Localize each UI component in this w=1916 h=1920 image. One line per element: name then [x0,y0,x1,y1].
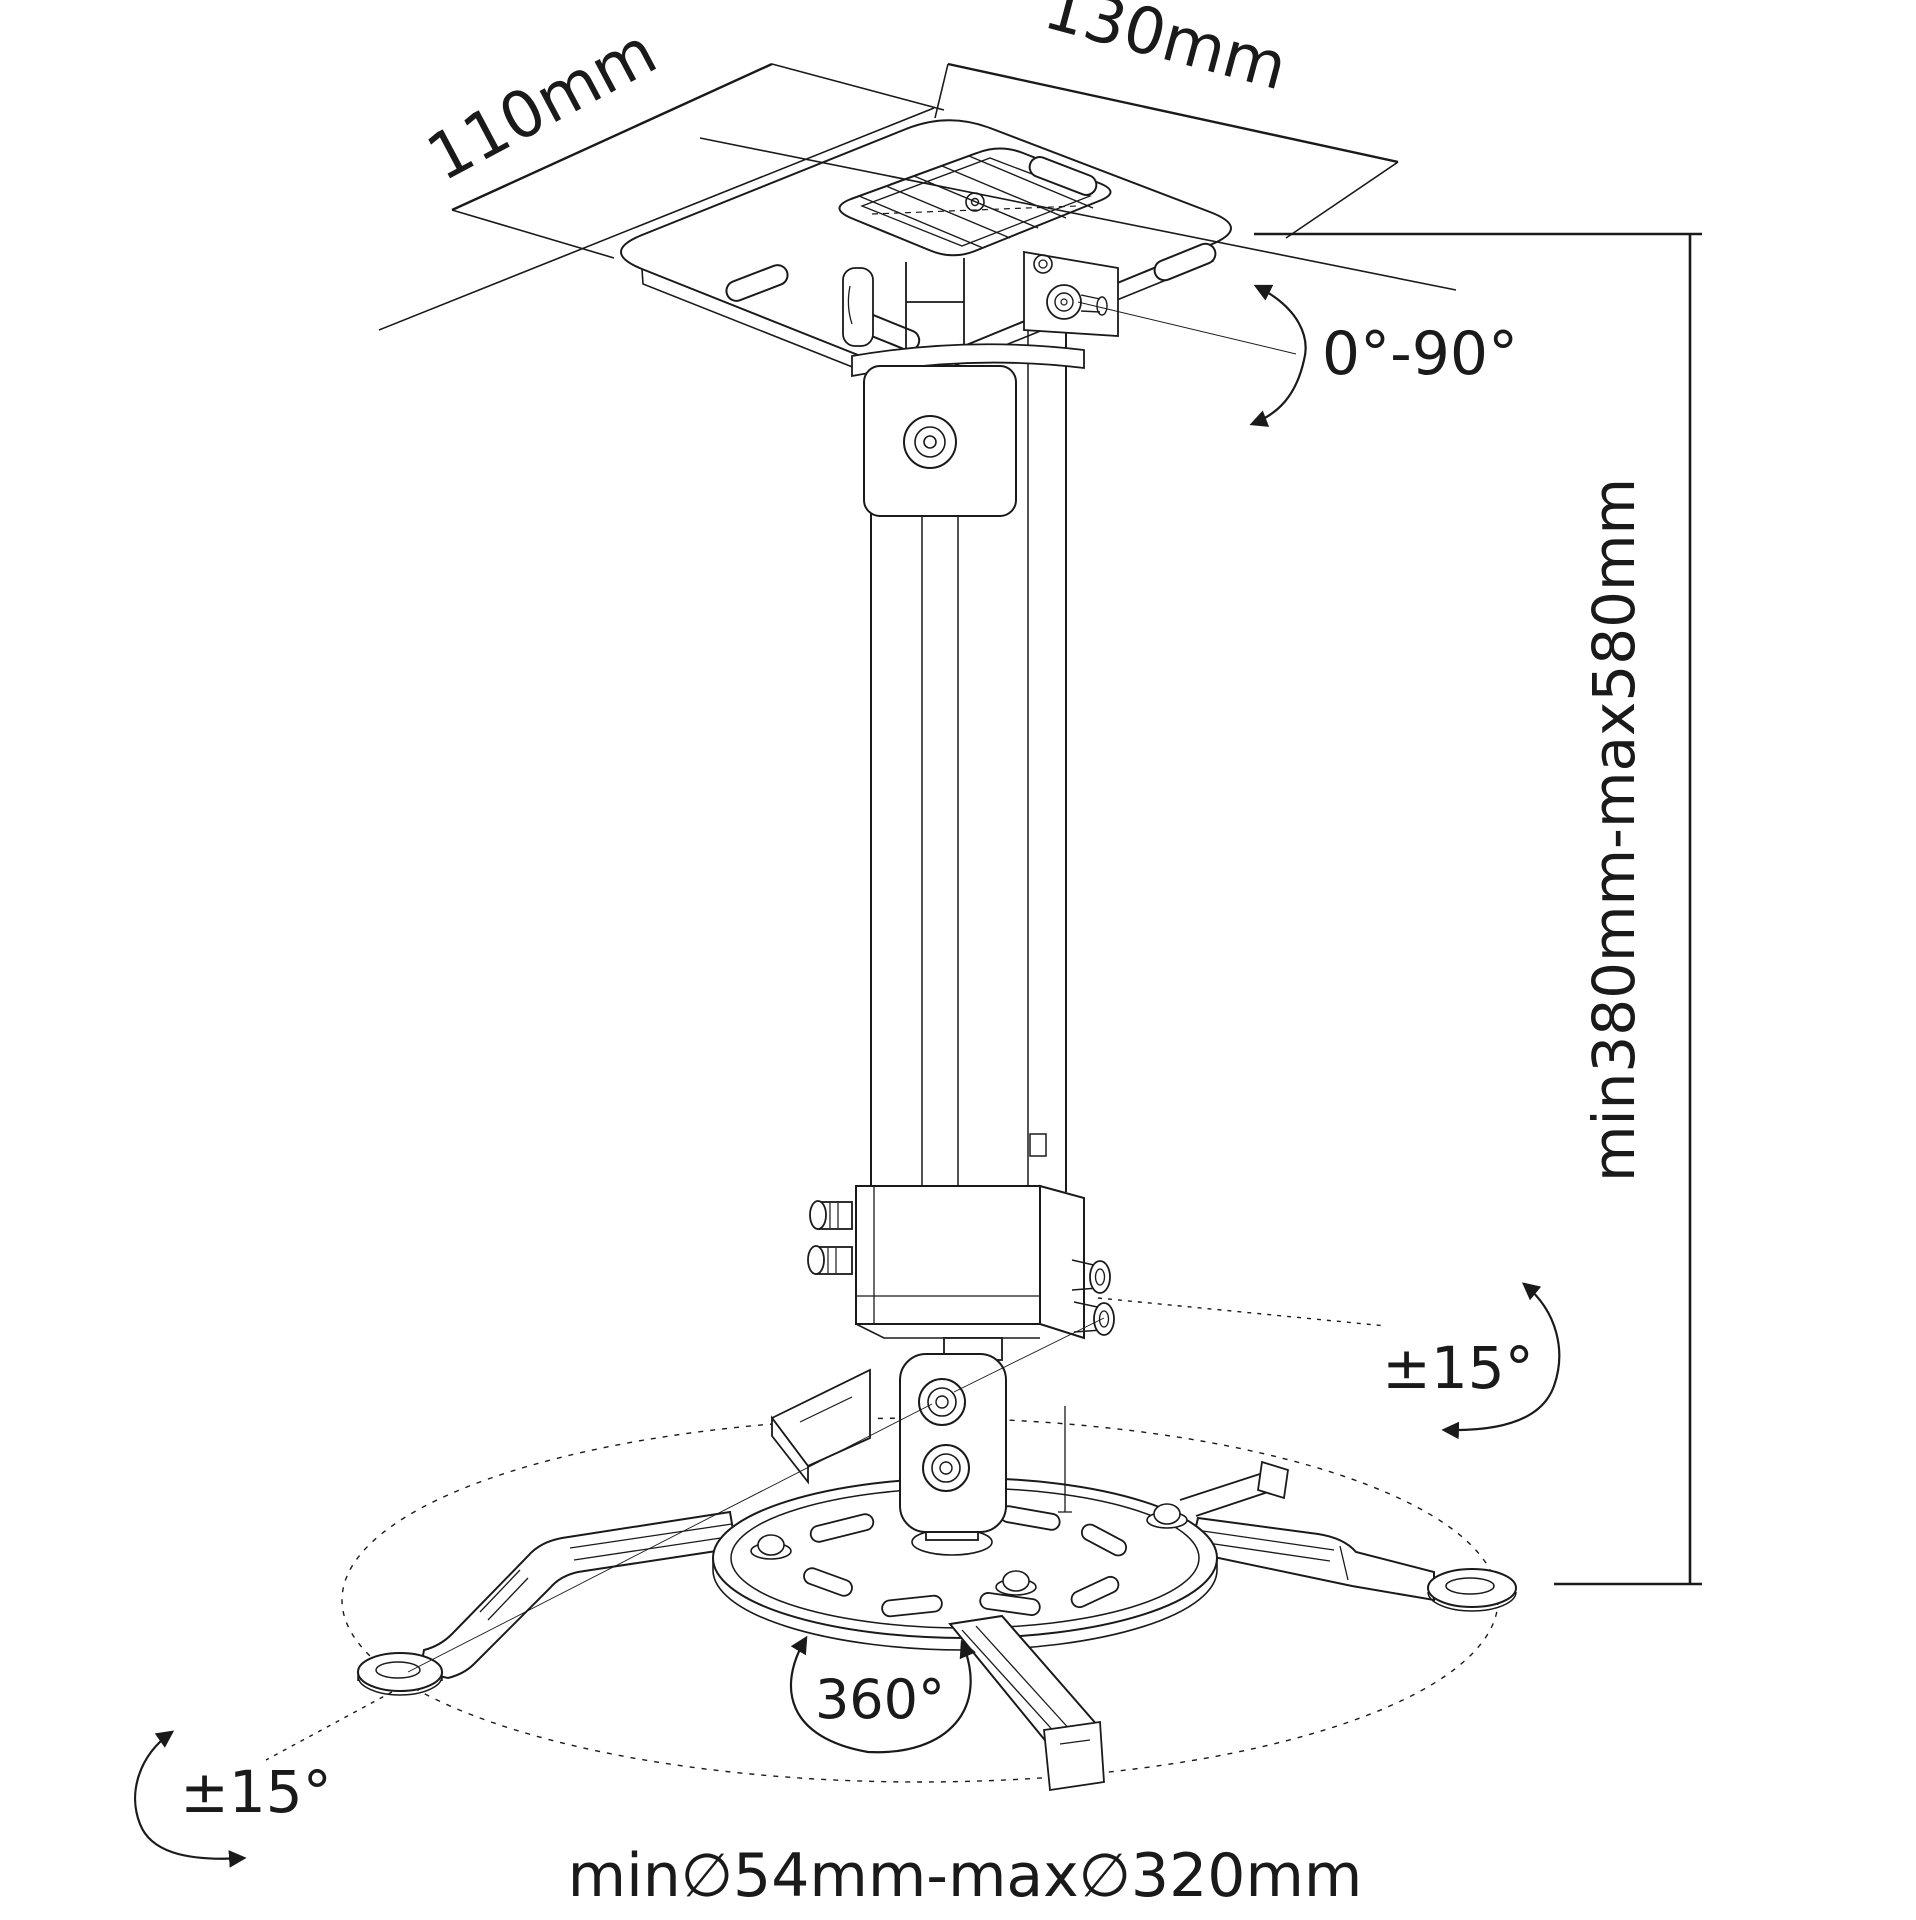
leader-line [407,1403,933,1673]
opening-ribs [858,155,1094,249]
tilt-pivot-bolt [1046,284,1082,320]
swivel-lower-label: ±15° [180,1758,331,1826]
tilt-arc-arrow [1249,284,1307,427]
annotation-swivel-upper: ±15° [1097,1282,1561,1440]
annotation-swivel-lower: ±15° [134,1691,393,1868]
annotation-tilt-range: 0°-90° [1077,284,1518,427]
base-arm-left [357,1510,738,1696]
base-plate [712,1477,1218,1651]
swivel-screw [922,1444,970,1492]
clamp-screw-left [807,1245,853,1275]
swivel-bracket [407,1317,1105,1673]
clamp-screw-right [1071,1259,1111,1294]
dim-height-range: min380mm-max580mm [1254,232,1702,1586]
plate-slot [1028,156,1098,196]
swivel-screw [918,1378,966,1426]
annotation-rotation: 360° [790,1635,976,1754]
base-arm-front [948,1614,1105,1792]
base-dome-screw [750,1503,1188,1596]
tilt-lock-plate [863,365,1017,517]
rotation-label: 360° [815,1668,945,1731]
plate-slot [725,264,789,302]
base-foot-front [1043,1720,1105,1792]
tilt-range-label: 0°-90° [1322,319,1518,389]
base-arm-back [1179,1460,1289,1517]
base-diameter-label: min∅54mm-max∅320mm [568,1841,1363,1911]
rotation-arc-arrow [790,1635,976,1754]
column-notch [1029,1133,1047,1157]
dim-130mm-label: 130mm [1037,0,1295,105]
swivel-lower-arc-arrow [134,1730,247,1868]
clamp-screw-left [809,1200,853,1230]
dim-height-label: min380mm-max580mm [1580,478,1648,1182]
swivel-upper-arc-arrow [1441,1282,1561,1440]
swivel-upper-label: ±15° [1382,1334,1533,1402]
tilt-lock-knob [903,415,957,469]
height-clamp [807,1184,1115,1340]
tension-pin [1058,1406,1072,1513]
plate-slot [1153,242,1217,282]
base-arm-right [1188,1516,1517,1612]
clamp-screw-right [1073,1301,1115,1336]
leader-line [953,1317,1105,1393]
tilt-hinge [842,250,1119,517]
base-foot [357,1652,443,1692]
base-foot [1427,1568,1517,1608]
ceiling-plate [620,119,1232,380]
